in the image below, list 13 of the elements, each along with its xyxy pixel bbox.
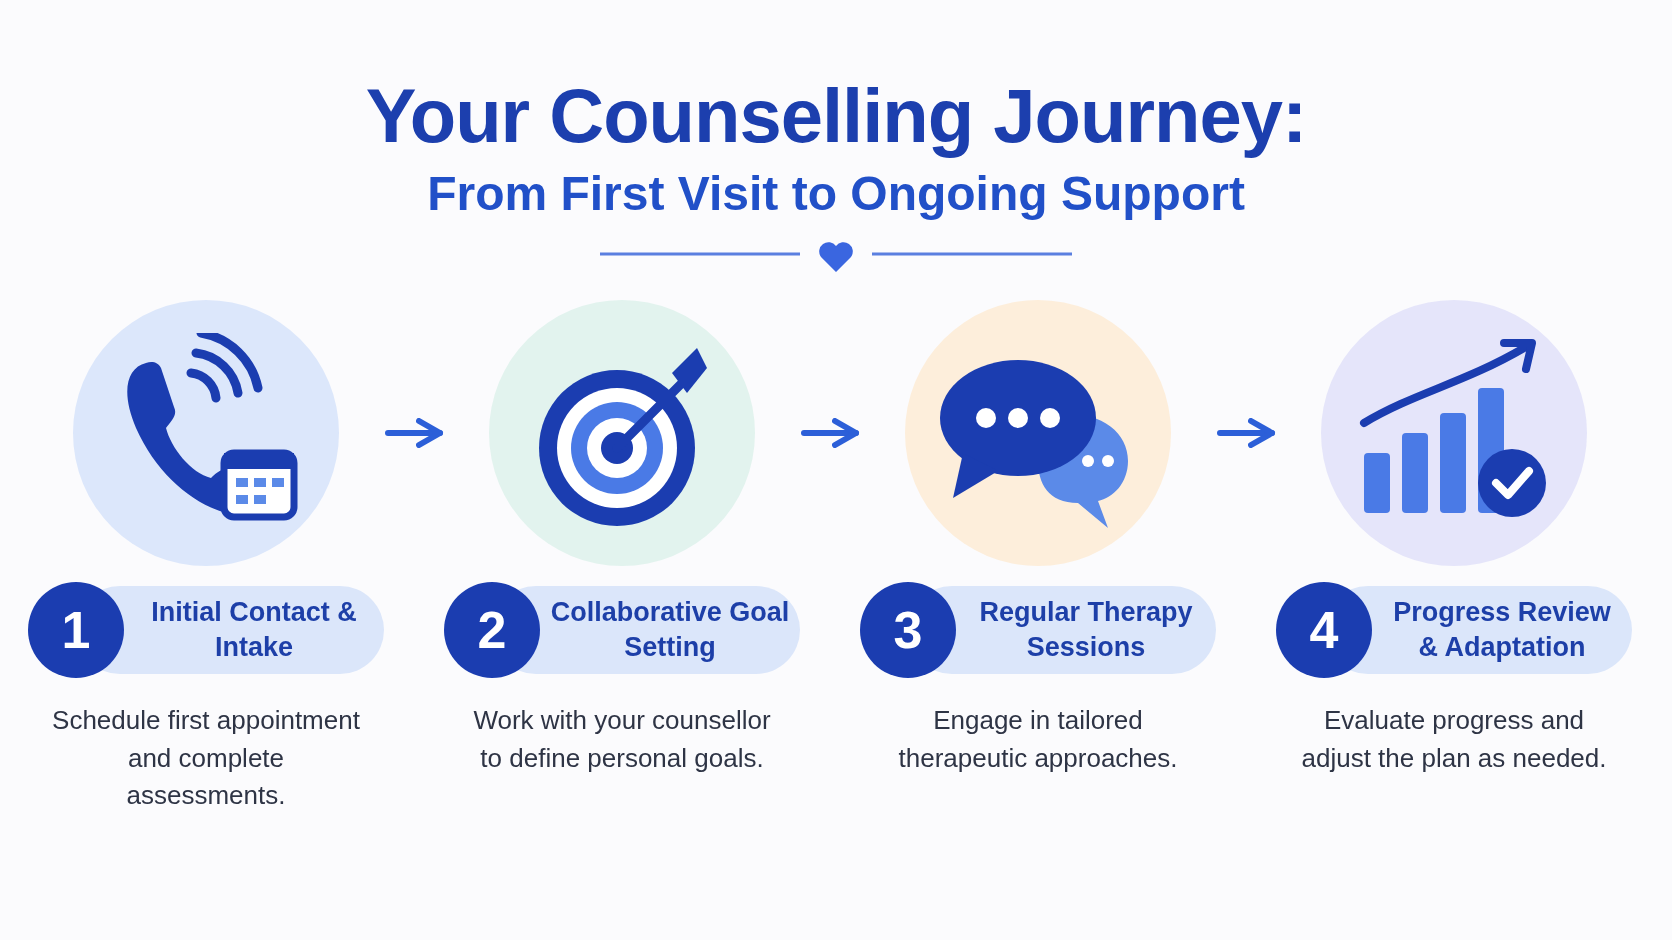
- arrow: [1217, 418, 1275, 448]
- step-number: 3: [860, 582, 956, 678]
- subtitle: From First Visit to Ongoing Support: [427, 166, 1245, 221]
- step-description: Evaluate progress and adjust the plan as needed.: [1300, 704, 1608, 775]
- arrow: [801, 418, 859, 448]
- step-number: 1: [28, 582, 124, 678]
- title: Your Counselling Journey:: [365, 72, 1307, 159]
- step-description: Work with your counsellor to define personal goals.: [472, 704, 772, 775]
- step-number: 4: [1276, 582, 1372, 678]
- step-number: 2: [444, 582, 540, 678]
- step-description: Engage in tailored therapeutic approaches.: [897, 704, 1179, 775]
- arrow: [385, 418, 443, 448]
- step-description: Schedule first appointment and complete assessments.: [51, 704, 361, 813]
